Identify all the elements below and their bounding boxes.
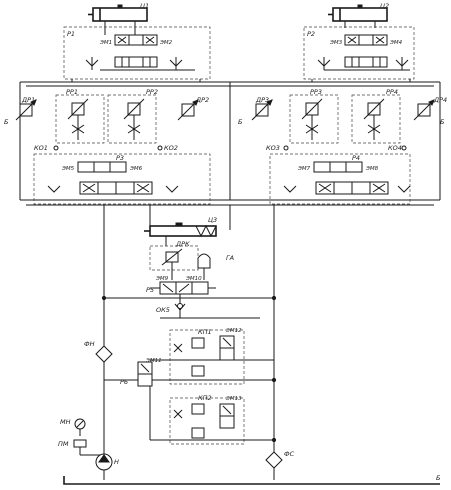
label-p2: Р2 xyxy=(307,30,315,38)
label-em5: ЭМ5 xyxy=(61,166,75,172)
label-dr2: ДР2 xyxy=(195,96,209,104)
label-b-left: Б xyxy=(4,118,9,126)
label-p4: Р4 xyxy=(352,154,360,162)
distributor-p3-block xyxy=(33,153,211,205)
label-em9: ЭМ9 xyxy=(155,276,169,282)
label-em13: ЭМ13 xyxy=(225,396,242,402)
throttle-drk xyxy=(149,245,199,280)
label-ko1: КО1 xyxy=(34,144,48,152)
label-rr4: РР4 xyxy=(386,88,398,96)
distributor-p1-block xyxy=(63,26,211,80)
cylinder-c3 xyxy=(144,222,217,246)
label-c2: Ц2 xyxy=(380,2,389,10)
label-b-mid: Б xyxy=(238,118,243,126)
label-ko3: КО3 xyxy=(266,144,280,152)
label-ko5: ОК5 xyxy=(156,306,170,314)
label-em1: ЭМ1 xyxy=(99,40,112,46)
label-ko4: КО4 xyxy=(388,144,402,152)
label-dr4: ДР4 xyxy=(433,96,447,104)
throttle-group-right xyxy=(251,94,435,151)
label-rr1: РР1 xyxy=(66,88,78,96)
labels: Ц1 Ц2 Р1 Р2 ЭМ1 ЭМ2 ЭМ3 ЭМ4 ДР1 РР1 РР2 … xyxy=(4,2,447,482)
filter-fn xyxy=(95,345,113,363)
throttle-group-left xyxy=(15,94,199,151)
label-c3: Ц3 xyxy=(208,216,217,224)
pump-n xyxy=(95,453,113,480)
label-kp2: КП2 xyxy=(198,394,212,402)
label-p6: Р6 xyxy=(120,378,128,386)
relief-valve-block-kp2 xyxy=(150,397,277,445)
label-b-right: Б xyxy=(440,118,445,126)
tank xyxy=(63,476,440,485)
pressure-bus-mid xyxy=(101,294,277,318)
label-ga: ГА xyxy=(226,254,234,262)
label-dr3: ДР3 xyxy=(255,96,269,104)
label-b-tank: Б xyxy=(436,474,441,482)
accumulator-ga xyxy=(197,253,211,280)
label-em4: ЭМ4 xyxy=(389,40,403,46)
label-c1: Ц1 xyxy=(140,2,149,10)
label-em8: ЭМ8 xyxy=(365,166,379,172)
label-mn: МН xyxy=(60,418,71,426)
label-em7: ЭМ7 xyxy=(297,166,311,172)
label-em10: ЭМ10 xyxy=(185,276,202,282)
label-drk: ДРК xyxy=(175,240,190,248)
distributor-p6 xyxy=(104,361,153,440)
pressure-gauge xyxy=(73,418,104,456)
label-ko2: КО2 xyxy=(164,144,178,152)
label-dr1: ДР1 xyxy=(21,96,35,104)
label-em12: ЭМ12 xyxy=(225,328,242,334)
label-p5: Р5 xyxy=(146,286,154,294)
label-p1: Р1 xyxy=(67,30,75,38)
filter-fs xyxy=(265,451,283,480)
label-p3: Р3 xyxy=(116,154,124,162)
label-pm: ПМ xyxy=(58,440,69,448)
label-kp1: КП1 xyxy=(198,328,212,336)
label-em3: ЭМ3 xyxy=(329,40,343,46)
label-rr2: РР2 xyxy=(146,88,158,96)
relief-valve-block-kp1 xyxy=(150,317,277,385)
distributor-p4-block xyxy=(269,153,411,205)
label-em6: ЭМ6 xyxy=(129,166,143,172)
distributor-p2-block xyxy=(303,26,415,80)
label-em2: ЭМ2 xyxy=(159,40,173,46)
label-fn: ФН xyxy=(84,340,95,348)
label-rr3: РР3 xyxy=(310,88,322,96)
cylinder-c1 xyxy=(88,4,148,28)
label-fs: ФС xyxy=(284,450,295,458)
cylinder-c2 xyxy=(328,4,388,28)
label-em11: ЭМ11 xyxy=(145,358,162,364)
label-n: Н xyxy=(114,458,119,466)
distributor-p5 xyxy=(150,281,216,295)
